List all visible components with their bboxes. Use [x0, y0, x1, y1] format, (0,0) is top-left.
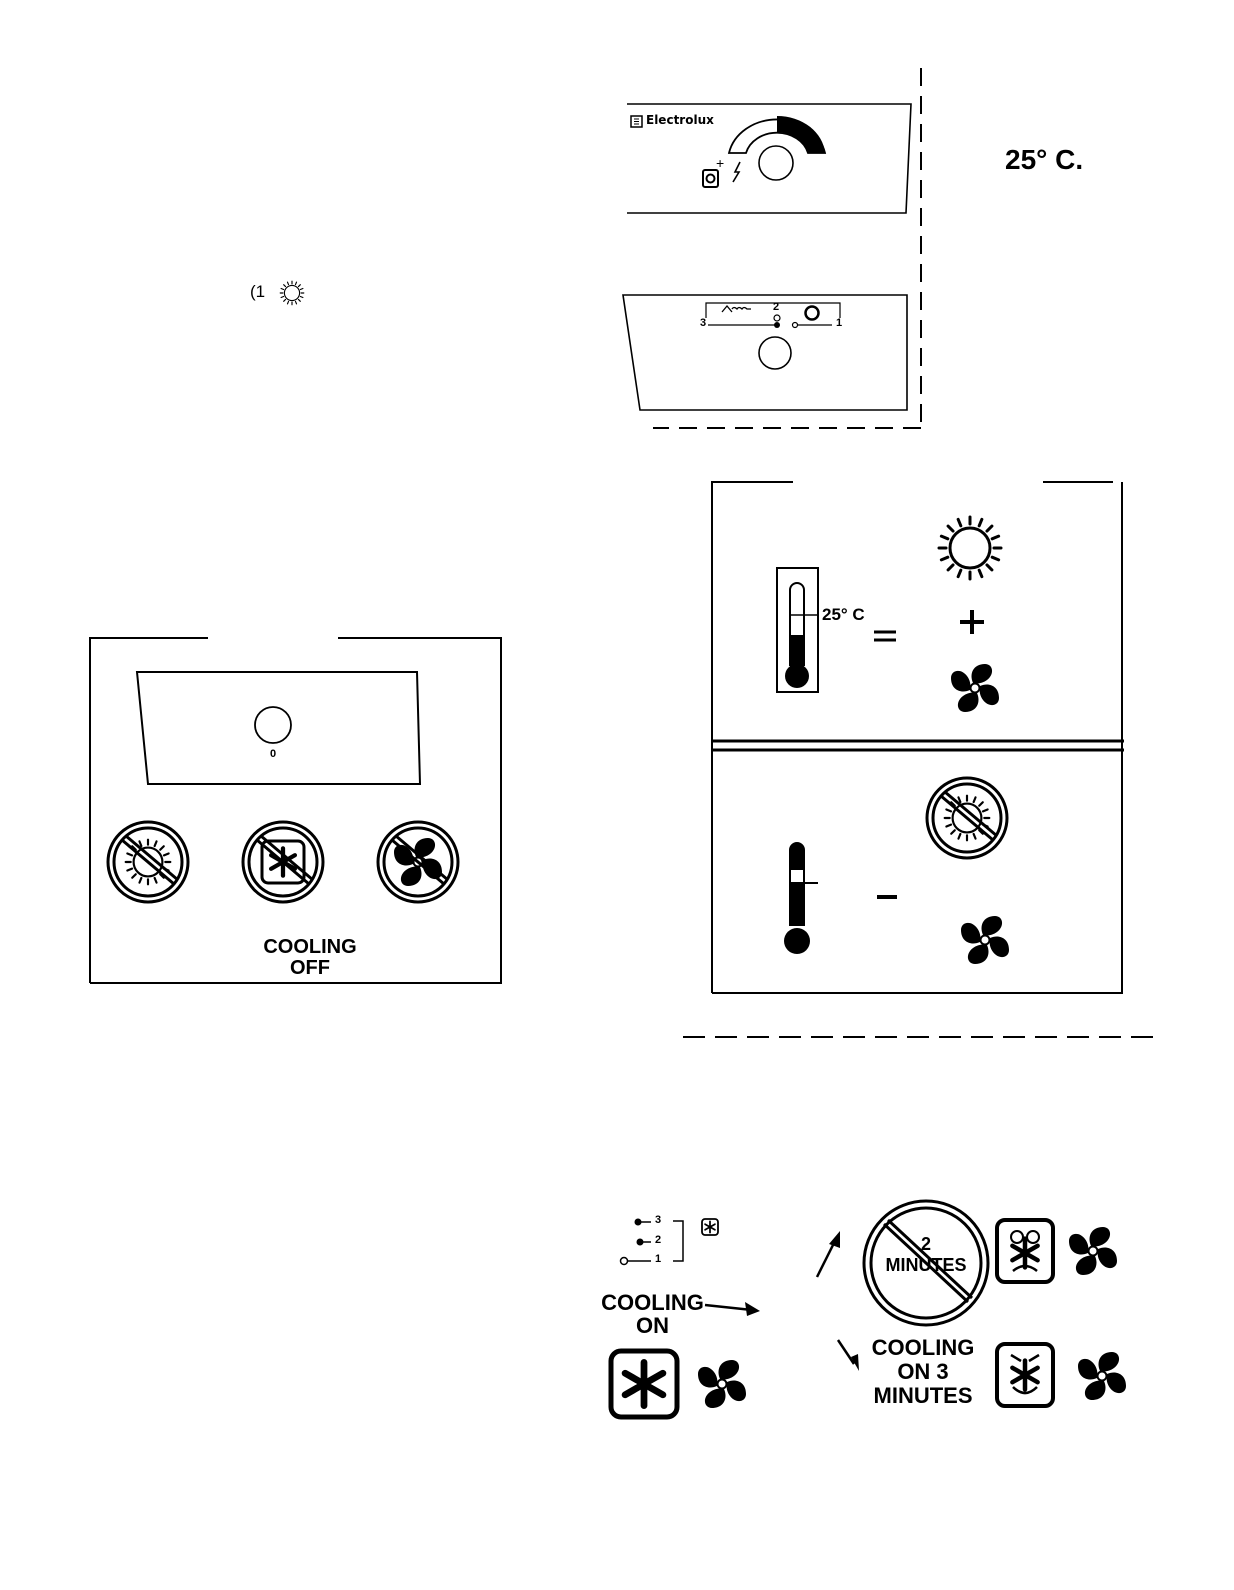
main-dial[interactable] — [255, 707, 291, 743]
cooling-off-caption-1: COOLING — [240, 936, 380, 959]
prohibited-minutes: MINUTES — [876, 1255, 976, 1276]
cooling-on-caption-2: ON — [590, 1313, 715, 1339]
cooling-off-caption-2: OFF — [240, 957, 380, 980]
heating-element-icon — [722, 306, 751, 312]
selector-pos3-bottom: 3 — [655, 1214, 661, 1226]
heating-off-icon — [108, 822, 188, 902]
plus-sign — [960, 610, 984, 634]
fan-icon — [1069, 1227, 1117, 1275]
happy-cooling-icon — [997, 1344, 1053, 1406]
cooling-on-3-caption-3: MINUTES — [858, 1383, 988, 1409]
cooling-small-icon — [702, 1219, 718, 1235]
bottom-selector — [621, 1219, 719, 1265]
cooling-off-panel — [90, 638, 501, 983]
selector-pos2-bottom: 2 — [655, 1234, 661, 1246]
fan-icon — [961, 916, 1009, 964]
arrow-down-icon — [838, 1340, 859, 1371]
thermometer-high-icon — [777, 568, 818, 692]
cooling-on-3-caption-1: COOLING — [858, 1335, 988, 1361]
selector-pos1-bottom: 1 — [655, 1253, 661, 1265]
thermostat-temp-label: 25° C — [822, 605, 865, 625]
selector-pos2: 2 — [773, 301, 779, 313]
fan-icon — [1078, 1352, 1126, 1400]
switch-plus-label: + — [716, 155, 724, 171]
lightning-icon — [733, 162, 740, 182]
unhappy-cooling-icon — [997, 1220, 1053, 1282]
cooling-ring-icon — [806, 307, 819, 320]
thermometer-low-icon — [784, 843, 818, 954]
fan-icon — [951, 664, 999, 712]
selector-pos1: 1 — [836, 317, 842, 329]
thermostat-panel — [712, 482, 1124, 993]
control-panel-selector — [623, 295, 907, 410]
cooling-on-icon — [611, 1351, 677, 1417]
brand-label: Electrolux — [646, 113, 714, 127]
cooling-on-3-caption-2: ON 3 — [858, 1359, 988, 1385]
fan-off-icon — [378, 822, 458, 902]
selector-pos3: 3 — [700, 317, 706, 329]
fan-icon — [698, 1360, 746, 1408]
thermostat-dial-arc — [729, 116, 825, 153]
note-label: (1 — [250, 282, 265, 302]
electrolux-logo-icon — [631, 116, 642, 127]
power-switch-icon[interactable] — [703, 170, 718, 187]
prohibited-number: 2 — [896, 1234, 956, 1255]
selector-knob[interactable] — [759, 337, 791, 369]
arrow-up-icon — [817, 1231, 840, 1277]
sun-icon — [939, 517, 1001, 579]
heating-off-icon — [927, 778, 1007, 858]
thermostat-knob[interactable] — [759, 146, 793, 180]
equals-sign — [874, 632, 896, 640]
cooling-off-icon — [243, 822, 323, 902]
temperature-label: 25° C. — [1005, 144, 1083, 176]
dial-zero-label: 0 — [270, 748, 276, 760]
small-sun-icon — [280, 281, 304, 305]
